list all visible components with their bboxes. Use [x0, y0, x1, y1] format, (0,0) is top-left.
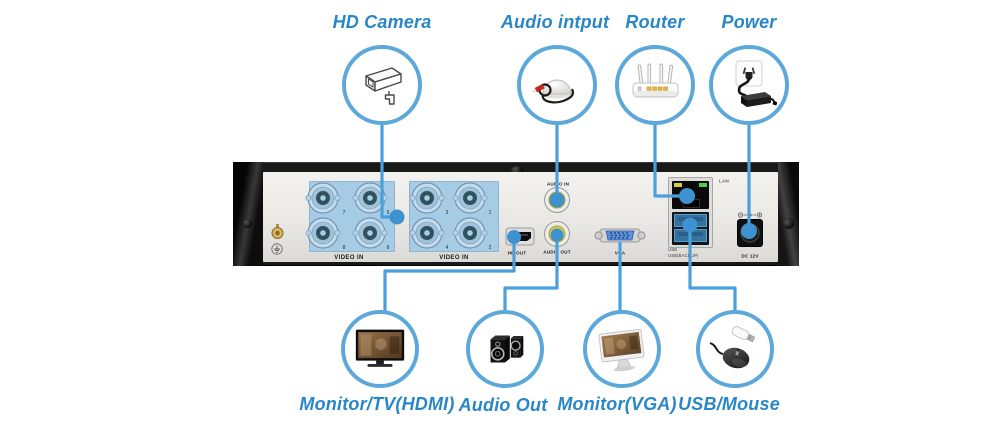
video-in-label-right: VIDEO IN	[439, 255, 469, 261]
audio-in-jack	[544, 187, 570, 213]
ground-symbol-icon	[271, 243, 283, 255]
callout-label-monitor-vga: Monitor(VGA)	[557, 394, 677, 414]
callout-label-monitor-tv-hdmi: Monitor/TV(HDMI)	[299, 394, 455, 414]
bnc-connector	[352, 182, 388, 214]
usb-ports	[672, 212, 709, 245]
left-mount-bracket	[233, 162, 263, 266]
bnc-number: 2	[488, 245, 492, 251]
dvr-rear-panel: 7 5 8 6 3 1 4 2 VIDEO IN VIDEO IN HD OUT	[233, 162, 799, 266]
bnc-connector	[305, 182, 341, 214]
lan-led-yellow	[674, 183, 682, 187]
dc-power-jack	[737, 219, 763, 247]
audio-out-label: AUDIO OUT	[543, 249, 571, 255]
vga-port	[594, 228, 646, 243]
ethernet-tab	[683, 199, 700, 208]
bnc-connector	[409, 182, 445, 214]
bnc-connector	[409, 217, 445, 249]
hdmi-tv-icon	[355, 329, 405, 367]
vga-monitor-icon	[598, 328, 645, 372]
bnc-connector	[305, 217, 341, 249]
callout-bubble-audio-input	[517, 45, 597, 125]
wifi-router-icon	[632, 63, 679, 98]
callout-bubble-router	[615, 45, 695, 125]
rf-connector-icon	[271, 224, 284, 239]
bnc-number: 3	[445, 210, 449, 216]
lan-label: LAN	[718, 178, 730, 184]
left-screw	[243, 219, 252, 228]
usb-port-1	[674, 214, 707, 227]
audio-in-label: AUDIO IN	[546, 181, 570, 187]
speakers-icon	[490, 335, 524, 363]
bnc-number: 5	[386, 210, 390, 216]
vga-label: VGA	[614, 250, 626, 256]
lan-led-green	[699, 183, 707, 187]
callout-label-router: Router	[625, 12, 685, 32]
callout-label-usb-mouse: USB/Mouse	[678, 394, 780, 414]
bnc-connector	[452, 217, 488, 249]
top-screw	[511, 166, 523, 175]
callout-bubble-vga-monitor	[583, 310, 661, 388]
usb-label: USB	[668, 247, 678, 252]
callout-label-power: Power	[721, 12, 777, 32]
video-in-label-left: VIDEO IN	[334, 255, 364, 261]
bnc-number: 7	[342, 210, 346, 216]
usb-backup-label: USB(BACKUP)	[668, 253, 699, 258]
bnc-connector	[452, 182, 488, 214]
right-mount-bracket	[778, 162, 799, 266]
callout-bubble-speakers	[466, 310, 544, 388]
callout-bubble-usb-mouse	[696, 310, 774, 388]
hdmi-label: HD OUT	[507, 250, 527, 256]
right-screw	[783, 218, 794, 229]
bnc-number: 6	[386, 245, 390, 251]
ethernet-port	[672, 181, 709, 209]
dome-microphone-icon	[531, 79, 575, 104]
polarity-symbol	[737, 212, 763, 218]
bnc-number: 1	[488, 210, 492, 216]
audio-out-jack	[544, 221, 570, 247]
power-adapter-icon	[735, 60, 777, 107]
connector-panel: 7 5 8 6 3 1 4 2 VIDEO IN VIDEO IN HD OUT	[263, 172, 778, 262]
bnc-number: 4	[445, 245, 449, 251]
callout-bubble-hdmi-tv	[341, 310, 419, 388]
dc-power-label: DC 12V	[741, 253, 759, 259]
cctv-camera-icon	[365, 67, 402, 105]
callout-label-audio-input: Audio intput	[500, 12, 610, 32]
usb-port-2	[674, 229, 707, 242]
hdmi-port	[505, 227, 535, 246]
usb-flash-and-mouse-icon	[709, 326, 756, 369]
callout-bubble-power	[709, 45, 789, 125]
bnc-connector	[352, 217, 388, 249]
callout-label-hd-camera: HD Camera	[332, 12, 432, 32]
bnc-number: 8	[342, 245, 346, 251]
callout-label-audio-out: Audio Out	[458, 395, 548, 415]
lan-usb-assembly	[668, 177, 713, 248]
callout-bubble-hd-camera	[342, 45, 422, 125]
